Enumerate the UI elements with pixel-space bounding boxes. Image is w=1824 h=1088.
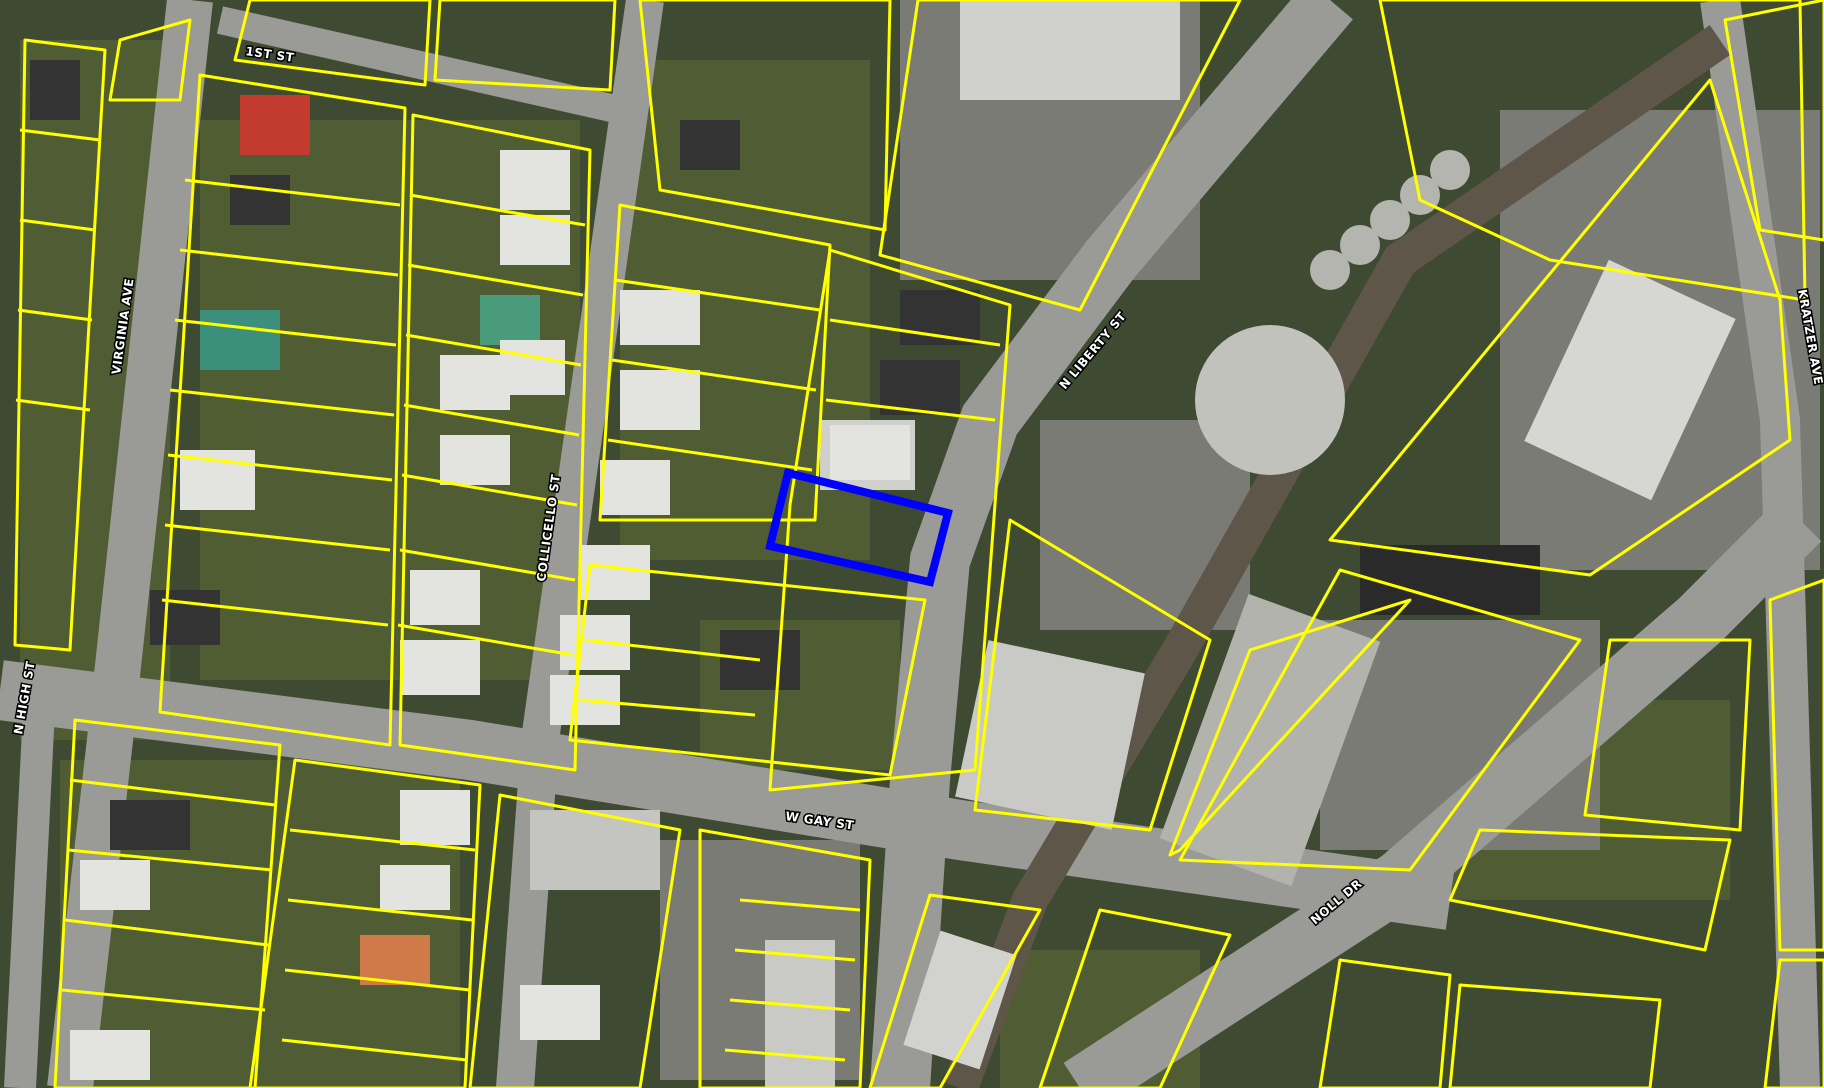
parcel-boundaries: [13, 0, 1824, 1088]
grain-silo-dome: [1195, 325, 1345, 475]
silo-row: [1310, 150, 1470, 290]
building-roof-red: [240, 95, 310, 155]
building-roof-green-2: [480, 295, 540, 345]
selected-parcel[interactable]: [765, 468, 953, 587]
building-roof-green: [200, 310, 280, 370]
commercial-building-2: [765, 940, 835, 1088]
road-1st-st: [216, 6, 624, 124]
road-kratzer-ave: [1700, 0, 1820, 1088]
industrial-building: [960, 0, 1180, 100]
commercial-building-3: [903, 930, 1017, 1070]
buildings: [30, 0, 1736, 1088]
road-virginia-ave: [47, 0, 213, 1088]
truck-fleet: [1524, 259, 1736, 501]
road-w-gay-st: [0, 660, 1455, 930]
road-n-liberty-st: [870, 0, 1353, 1088]
road-noll-dr: [1063, 498, 1822, 1088]
building-large-white: [955, 640, 1145, 830]
road-n-high-st: [4, 689, 56, 1088]
building-roof-orange: [360, 935, 430, 985]
